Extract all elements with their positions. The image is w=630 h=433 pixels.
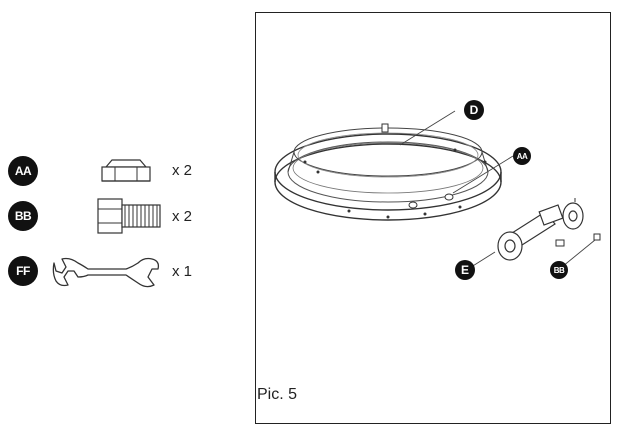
callout-d: D	[464, 100, 484, 120]
parts-list: AA x 2 BB x 2 FF x 1	[0, 0, 250, 433]
nut-icon	[101, 159, 151, 182]
ring-assembly-illustration	[274, 110, 601, 272]
wrench-icon	[52, 257, 160, 288]
picture-caption: Pic. 5	[257, 386, 298, 403]
part-code-badge-bb: BB	[8, 201, 38, 231]
part-qty-aa: x 2	[172, 162, 193, 179]
assembly-frame	[255, 12, 611, 424]
part-code-badge-aa: AA	[8, 156, 38, 186]
part-qty-ff: x 1	[172, 263, 193, 280]
callout-aa: AA	[513, 147, 531, 165]
callout-e: E	[455, 260, 475, 280]
callout-bb: BB	[550, 261, 568, 279]
bolt-icon	[97, 198, 161, 234]
part-code-badge-ff: FF	[8, 256, 38, 286]
part-qty-bb: x 2	[172, 208, 193, 225]
